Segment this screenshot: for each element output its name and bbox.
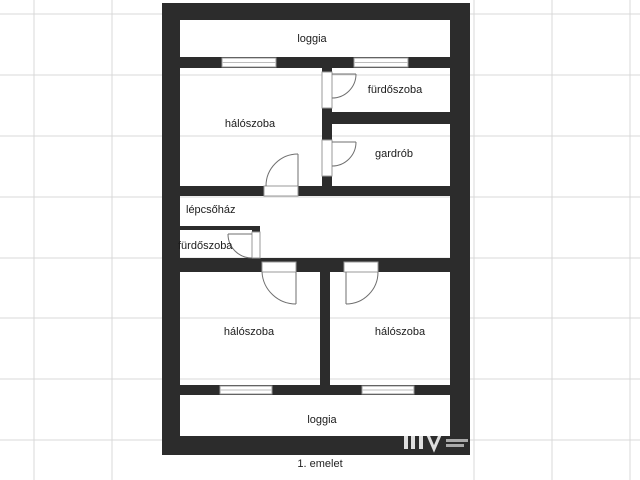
room-label-lepcsohaz: lépcsőház bbox=[186, 204, 236, 216]
door-openings bbox=[251, 71, 379, 273]
door-swings bbox=[227, 73, 379, 305]
room-label-haloszoba-top-left: hálószoba bbox=[225, 118, 276, 130]
room-label-loggia-top: loggia bbox=[297, 33, 327, 45]
small-bathroom-top-wall bbox=[180, 226, 260, 230]
room-label-haloszoba-bottom-right: hálószoba bbox=[375, 326, 426, 338]
room-label-furdoszoba-top: fürdőszoba bbox=[368, 84, 423, 96]
room-label-loggia-bottom: loggia bbox=[307, 414, 337, 426]
room-label-gardrob: gardrób bbox=[375, 148, 413, 160]
watermark-logo bbox=[404, 434, 468, 453]
window-glass-lines bbox=[220, 62, 414, 391]
room-label-haloszoba-bottom-left: hálószoba bbox=[224, 326, 275, 338]
walls bbox=[162, 3, 470, 455]
room-label-furdoszoba-small: fürdőszoba bbox=[178, 240, 233, 252]
hall-wall-bottom bbox=[180, 258, 450, 272]
floor-caption: 1. emelet bbox=[297, 458, 343, 470]
